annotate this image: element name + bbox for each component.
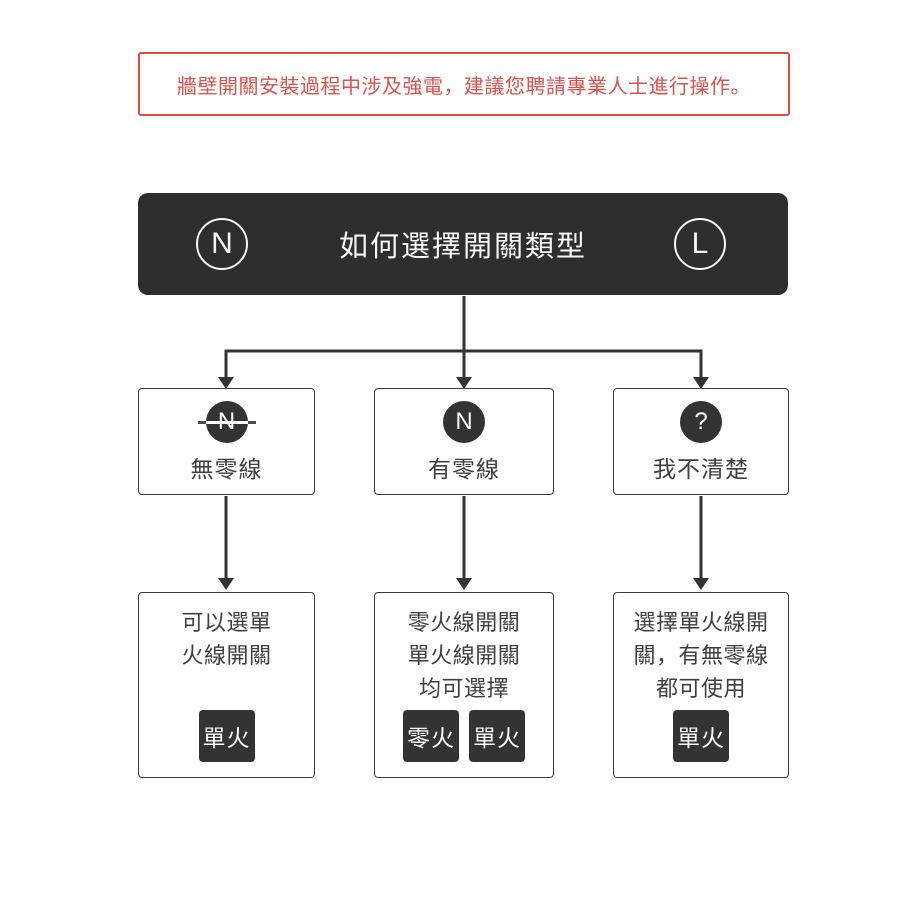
warning-banner: 牆壁開關安裝過程中涉及強電，建議您聘請專業人士進行操作。 [138, 52, 790, 116]
result-text-line: 火線開關 [181, 643, 272, 668]
header-title: 如何選擇開關類型 [338, 231, 588, 263]
crossed-n-icon: N [197, 401, 256, 443]
icon-letter: N [455, 408, 473, 435]
arrowhead-icon [218, 578, 234, 590]
strike-line [205, 420, 248, 424]
warning-text: 牆壁開關安裝過程中涉及強電，建議您聘請專業人士進行操作。 [177, 75, 751, 98]
neutral-wire-letter: N [211, 227, 233, 260]
zero-fire-badge: 零火 [403, 710, 459, 762]
result-text-line: 關，有無零線 [633, 643, 769, 668]
condition-card-unsure: ? 我不清楚 [613, 388, 789, 495]
single-fire-badge: 單火 [673, 710, 729, 762]
result-card-no-neutral: 可以選單 火線開關 單火 [138, 592, 315, 778]
result-text: 可以選單 火線開關 [181, 606, 271, 672]
condition-card-no-neutral: N 無零線 [138, 388, 315, 495]
result-text-line: 選擇單火線開 [633, 610, 769, 635]
header-bar: N 如何選擇開關類型 L [138, 193, 788, 295]
condition-label: 我不清楚 [653, 456, 749, 482]
single-fire-badge: 單火 [198, 710, 255, 762]
result-text-line: 可以選單 [181, 610, 272, 635]
live-wire-letter: L [691, 227, 709, 260]
live-wire-circle-icon: L [674, 218, 726, 270]
badge-row: 零火 單火 [403, 710, 525, 762]
question-icon: ? [680, 401, 722, 443]
icon-letter: ? [694, 408, 708, 435]
condition-label: 無零線 [190, 456, 263, 482]
result-text-line: 均可選擇 [418, 676, 509, 701]
arrowhead-icon [456, 578, 472, 590]
single-fire-badge: 單火 [469, 710, 525, 762]
result-card-unsure: 選擇單火線開 關，有無零線 都可使用 單火 [613, 592, 789, 778]
condition-label: 有零線 [428, 456, 500, 482]
result-card-has-neutral: 零火線開關 單火線開關 均可選擇 零火 單火 [374, 592, 554, 778]
arrowhead-icon [693, 578, 709, 590]
result-text-line: 零火線開關 [407, 610, 521, 635]
neutral-wire-circle-icon: N [196, 218, 248, 270]
n-icon: N [443, 401, 485, 443]
badge-row: 單火 [198, 710, 255, 762]
result-text: 選擇單火線開 關，有無零線 都可使用 [633, 606, 768, 705]
condition-card-has-neutral: N 有零線 [374, 388, 554, 495]
result-text-line: 都可使用 [655, 676, 746, 701]
result-text: 零火線開關 單火線開關 均可選擇 [408, 606, 521, 705]
result-text-line: 單火線開關 [407, 643, 521, 668]
badge-row: 單火 [673, 710, 729, 762]
